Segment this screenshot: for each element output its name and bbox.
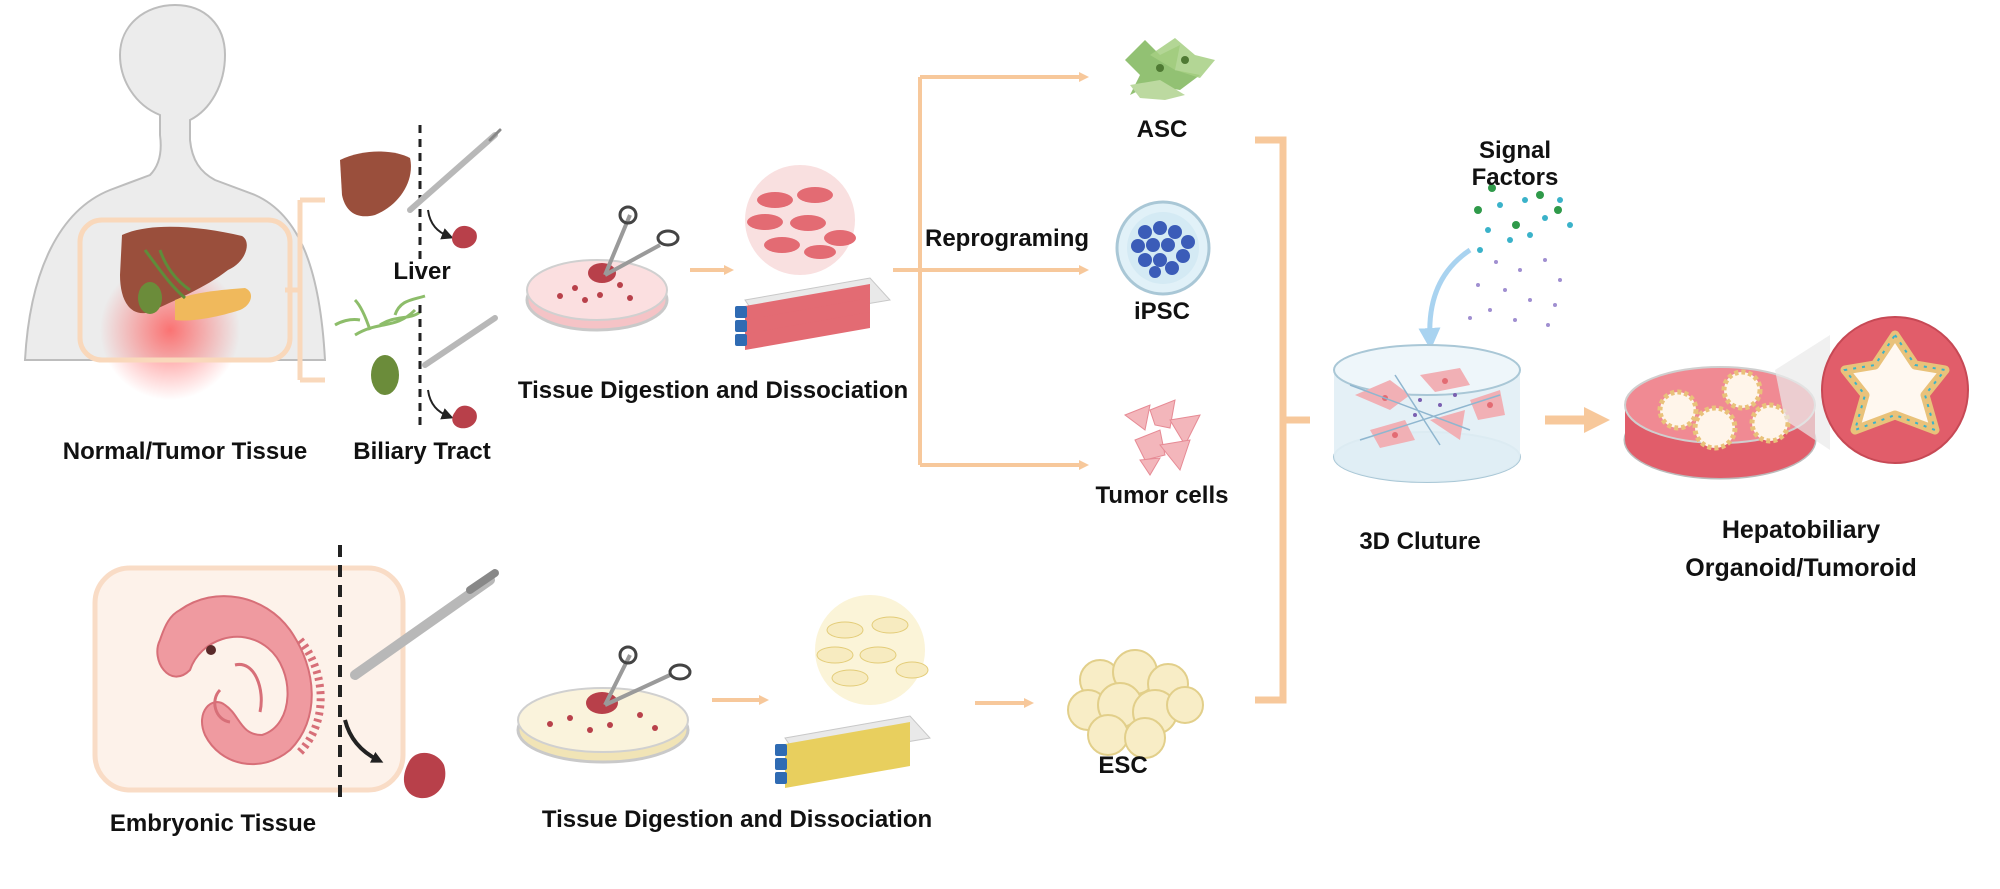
human-body-icon <box>23 3 327 400</box>
liver-resection-icon <box>340 125 502 265</box>
label-3d-culture: 3D Cluture <box>1359 528 1481 555</box>
label-ipsc: iPSC <box>1133 298 1191 325</box>
merge-bracket <box>1255 136 1310 704</box>
label-reprograming: Reprograming <box>924 225 1090 252</box>
label-asc: ASC <box>1136 116 1188 143</box>
ipsc-colony-icon <box>1115 200 1211 296</box>
petri-dish-top-icon <box>525 259 669 332</box>
3d-culture-icon <box>1333 344 1521 483</box>
label-signal-factors-line1: Signal <box>1478 137 1552 164</box>
organoid-dish-icon <box>1623 366 1817 480</box>
scissors-bottom-icon <box>603 645 692 707</box>
esc-cells-icon <box>1067 649 1204 759</box>
cell-culture-top-icon <box>735 165 891 350</box>
cell-culture-bottom-icon <box>775 595 931 788</box>
label-tumor-cells: Tumor cells <box>1095 482 1229 509</box>
organoid-zoom-icon <box>1821 316 1969 464</box>
asc-cells-icon <box>1125 38 1215 100</box>
label-digestion-top: Tissue Digestion and Dissociation <box>517 377 909 404</box>
label-liver: Liver <box>393 258 451 285</box>
signal-factors-icon <box>1468 184 1573 327</box>
label-normal-tumor-tissue: Normal/Tumor Tissue <box>62 438 308 465</box>
label-biliary-tract: Biliary Tract <box>353 438 491 465</box>
tumor-cells-icon <box>1123 399 1201 476</box>
label-signal-factors-line2: Factors <box>1471 164 1559 191</box>
label-digestion-bottom: Tissue Digestion and Dissociation <box>541 806 933 833</box>
embryo-icon <box>92 565 406 793</box>
label-esc: ESC <box>1098 752 1148 779</box>
biliary-resection-icon <box>334 294 498 430</box>
label-organoid-line2: Organoid/Tumoroid <box>1685 554 1917 582</box>
scissors-top-icon <box>603 205 680 277</box>
label-organoid-line1: Hepatobiliary <box>1721 516 1881 544</box>
scalpel-icon <box>350 569 499 680</box>
petri-dish-bottom-icon <box>516 687 690 764</box>
label-embryonic-tissue: Embryonic Tissue <box>109 810 317 837</box>
branch-arrows <box>893 72 1089 470</box>
